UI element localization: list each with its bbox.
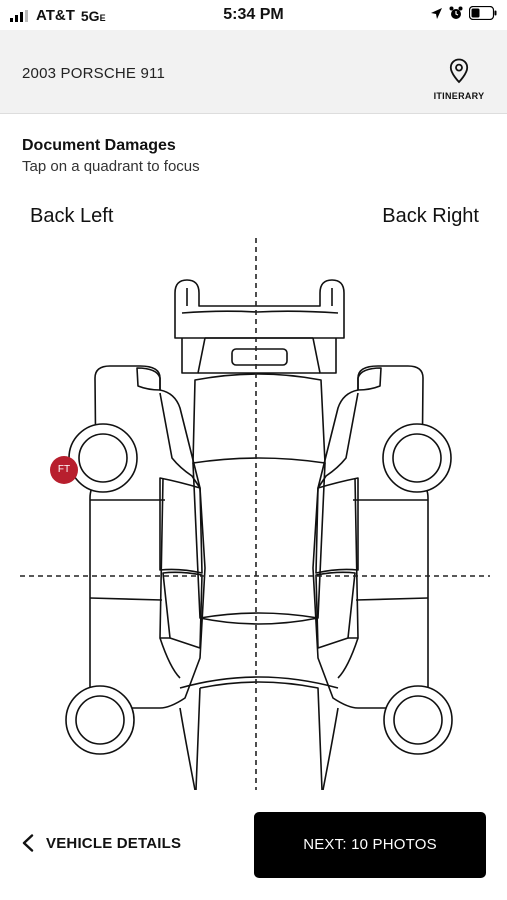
network-type: 5GE bbox=[81, 8, 106, 24]
section-subtitle: Tap on a quadrant to focus bbox=[22, 158, 200, 175]
right-body bbox=[312, 365, 429, 709]
status-right bbox=[430, 6, 497, 20]
itinerary-label: ITINERARY bbox=[433, 91, 485, 101]
quadrant-back-right[interactable]: Back Right bbox=[382, 205, 479, 227]
quadrant-back-left[interactable]: Back Left bbox=[30, 205, 114, 227]
left-body bbox=[89, 365, 206, 709]
location-arrow-icon bbox=[431, 7, 442, 19]
next-photos-button[interactable]: NEXT: 10 PHOTOS bbox=[254, 812, 486, 878]
map-pin-icon bbox=[449, 58, 469, 84]
battery-icon bbox=[469, 6, 497, 20]
front-hood bbox=[179, 707, 339, 790]
wheel-rear-right bbox=[382, 423, 452, 493]
network-label: 5G bbox=[80, 7, 100, 24]
footer: VEHICLE DETAILS NEXT: 10 PHOTOS bbox=[0, 790, 507, 900]
network-suffix: E bbox=[99, 12, 106, 23]
signal-icon bbox=[10, 9, 28, 22]
vehicle-details-label: VEHICLE DETAILS bbox=[46, 834, 182, 852]
alarm-icon bbox=[449, 6, 463, 19]
wheel-front-right bbox=[383, 685, 453, 755]
status-bar: AT&T 5GE 5:34 PM bbox=[0, 0, 507, 30]
section-title: Document Damages bbox=[22, 137, 176, 154]
wheel-rear-left bbox=[68, 423, 138, 493]
carrier-name: AT&T bbox=[36, 7, 75, 24]
status-left: AT&T 5GE bbox=[10, 7, 106, 24]
car-damage-diagram[interactable] bbox=[20, 238, 490, 790]
damage-marker[interactable]: FT bbox=[50, 456, 78, 484]
rear-bumper bbox=[174, 279, 345, 339]
status-time: 5:34 PM bbox=[223, 6, 284, 23]
chevron-left-icon bbox=[22, 834, 34, 852]
wheel-front-left bbox=[65, 685, 135, 755]
vehicle-title: 2003 PORSCHE 911 bbox=[22, 65, 165, 82]
rear-fascia bbox=[181, 337, 337, 374]
vehicle-details-button[interactable]: VEHICLE DETAILS bbox=[22, 834, 181, 852]
header: 2003 PORSCHE 911 ITINERARY bbox=[0, 30, 507, 114]
itinerary-button[interactable]: ITINERARY bbox=[429, 58, 489, 101]
